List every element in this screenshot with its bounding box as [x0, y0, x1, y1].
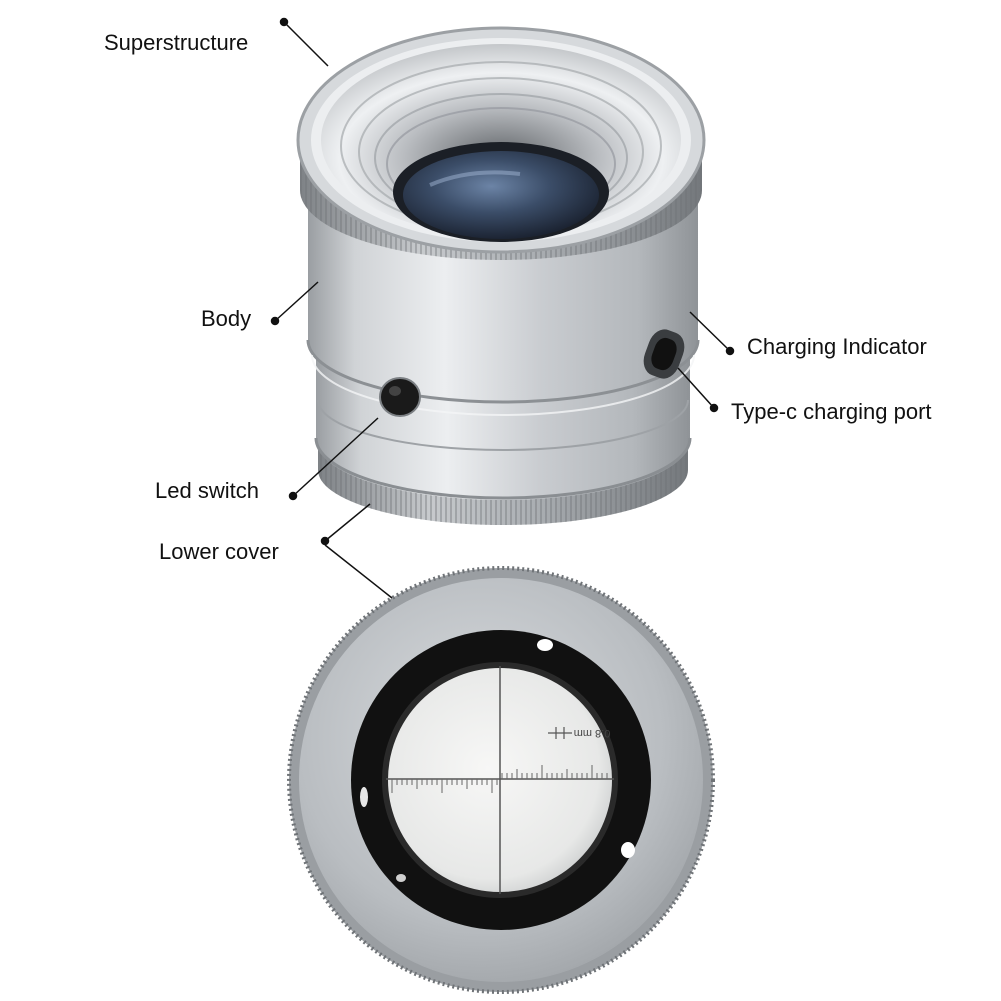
reticle-scale-marker: [548, 727, 572, 739]
magnifier-bottom-view: 0.8 mm: [287, 566, 715, 994]
label-charging-indicator: Charging Indicator: [747, 334, 927, 359]
led-lights: [360, 639, 635, 882]
top-lens: [393, 142, 609, 242]
led-switch-button: [379, 377, 421, 417]
label-superstructure: Superstructure: [104, 30, 248, 55]
type-c-port-leader: [677, 367, 719, 413]
label-lower-cover: Lower cover: [159, 539, 279, 564]
callout-labels: Superstructure Body Charging Indicator T…: [104, 30, 932, 564]
reticle-scale-ticks: [391, 765, 608, 793]
reticle-lens: 0.8 mm: [382, 662, 618, 898]
superstructure-leader: [279, 17, 329, 67]
magnifier-side-view: [296, 26, 706, 525]
lower-cover-leader: [320, 503, 393, 599]
label-type-c-port: Type-c charging port: [731, 399, 932, 424]
body-leader: [270, 281, 319, 326]
reticle-scale-label: 0.8 mm: [574, 727, 611, 739]
label-led-switch: Led switch: [155, 478, 259, 503]
charging-indicator-leader: [689, 311, 735, 356]
callout-lines: [270, 17, 735, 599]
led-switch-leader: [288, 417, 379, 501]
label-body: Body: [201, 306, 251, 331]
type-c-port: [643, 329, 685, 379]
